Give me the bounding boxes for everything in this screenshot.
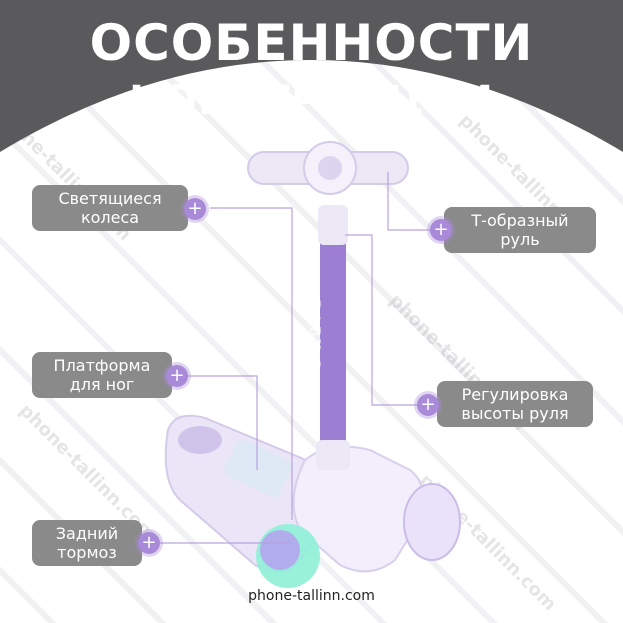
callout-lighted-wheels: Светящиеся колеса (32, 185, 188, 231)
callout-foot-platform: Платформа для ног (32, 352, 172, 398)
plus-icon[interactable]: + (138, 532, 160, 554)
callout-rear-brake: Задний тормоз (32, 520, 142, 566)
title-line-2: КОНСТРУКЦИИ (129, 78, 494, 124)
title-line-1: ОСОБЕННОСТИ (89, 14, 534, 72)
header-banner (0, 0, 623, 152)
stem-label: BABY-G (306, 300, 322, 373)
website-url: phone-tallinn.com (248, 588, 375, 604)
plus-icon[interactable]: + (166, 365, 188, 387)
plus-icon[interactable]: + (417, 394, 439, 416)
callout-height-adjust: Регулировка высоты руля (437, 381, 593, 427)
callout-t-handlebar: Т-образный руль (444, 207, 596, 253)
plus-icon[interactable]: + (430, 219, 452, 241)
plus-icon[interactable]: + (184, 198, 206, 220)
